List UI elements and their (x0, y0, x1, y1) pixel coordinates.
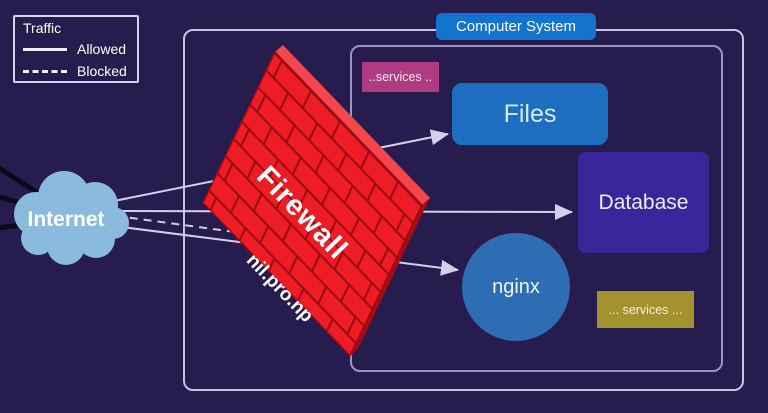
allowed-line-swatch (23, 47, 67, 51)
services-badge-top: ..services .. (362, 62, 439, 92)
blocked-label: Blocked (77, 63, 127, 79)
external-uplink-lines (0, 165, 60, 231)
nginx-node: nginx (462, 233, 570, 341)
blocked-line-swatch (23, 69, 67, 73)
database-node: Database (578, 152, 709, 253)
computer-system-badge: Computer System (436, 13, 596, 40)
services-top-label: ..services .. (368, 70, 433, 84)
traffic-legend: Traffic Allowed Blocked (13, 15, 139, 83)
internet-label: Internet (27, 208, 104, 231)
legend-row-blocked: Blocked (23, 60, 137, 82)
allowed-label: Allowed (77, 41, 127, 57)
files-node: Files (452, 83, 608, 145)
nginx-label: nginx (492, 275, 540, 298)
database-label: Database (598, 190, 689, 214)
services-badge-bottom: ... services ... (597, 291, 694, 328)
computer-system-label: Computer System (455, 18, 577, 35)
legend-title: Traffic (23, 20, 62, 36)
services-bottom-label: ... services ... (608, 302, 683, 317)
legend-row-allowed: Allowed (23, 38, 137, 60)
files-label: Files (503, 99, 557, 128)
internet-cloud: Internet (14, 171, 129, 265)
